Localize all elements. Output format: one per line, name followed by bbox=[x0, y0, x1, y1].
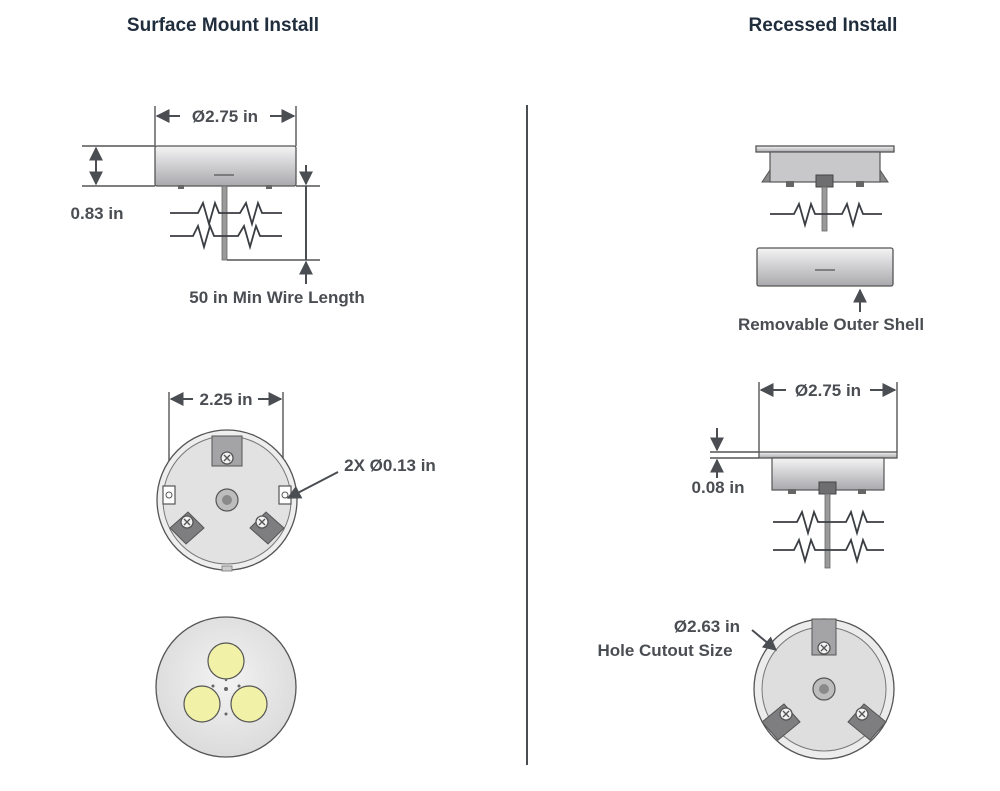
recessed-diameter-label: Ø2.75 in bbox=[795, 381, 861, 400]
hole-cutout-text-label: Hole Cutout Size bbox=[597, 641, 732, 660]
mount-holes-label: 2X Ø0.13 in bbox=[344, 456, 436, 475]
recessed-side-view: Ø2.75 in 0.08 in bbox=[692, 381, 898, 569]
recessed-back-view: Ø2.63 in Hole Cutout Size bbox=[597, 617, 895, 760]
hole-cutout-diameter-label: Ø2.63 in bbox=[674, 617, 740, 636]
led-emitter-icon bbox=[230, 685, 268, 723]
wire-break-icon bbox=[770, 201, 882, 229]
led-emitter-icon bbox=[183, 685, 221, 723]
surface-led-face bbox=[155, 616, 297, 758]
screw-icon bbox=[817, 641, 831, 655]
surface-side-view: Ø2.75 in 0.83 in 50 in Min Wire Length bbox=[71, 106, 365, 307]
screw-icon bbox=[855, 707, 869, 721]
wire-break-icon bbox=[773, 509, 884, 537]
screw-icon bbox=[180, 515, 194, 529]
recessed-exploded-view: Removable Outer Shell bbox=[738, 145, 924, 334]
screw-icon bbox=[779, 707, 793, 721]
surface-diameter-label: Ø2.75 in bbox=[192, 107, 258, 126]
mount-spacing-label: 2.25 in bbox=[200, 390, 253, 409]
wire-length-label: 50 in Min Wire Length bbox=[189, 288, 365, 307]
surface-mount-title: Surface Mount Install bbox=[127, 15, 319, 36]
wire-break-icon bbox=[170, 200, 282, 228]
surface-height-label: 0.83 in bbox=[71, 204, 124, 223]
surface-back-view: 2.25 in 2X Ø0.13 in bbox=[156, 390, 436, 572]
screw-icon bbox=[255, 515, 269, 529]
screw-icon bbox=[220, 451, 234, 465]
removable-shell-label: Removable Outer Shell bbox=[738, 315, 924, 334]
recessed-install-title: Recessed Install bbox=[749, 15, 898, 36]
led-emitter-icon bbox=[207, 642, 245, 680]
flange-thickness-label: 0.08 in bbox=[692, 478, 745, 497]
removable-outer-shell bbox=[756, 247, 894, 287]
